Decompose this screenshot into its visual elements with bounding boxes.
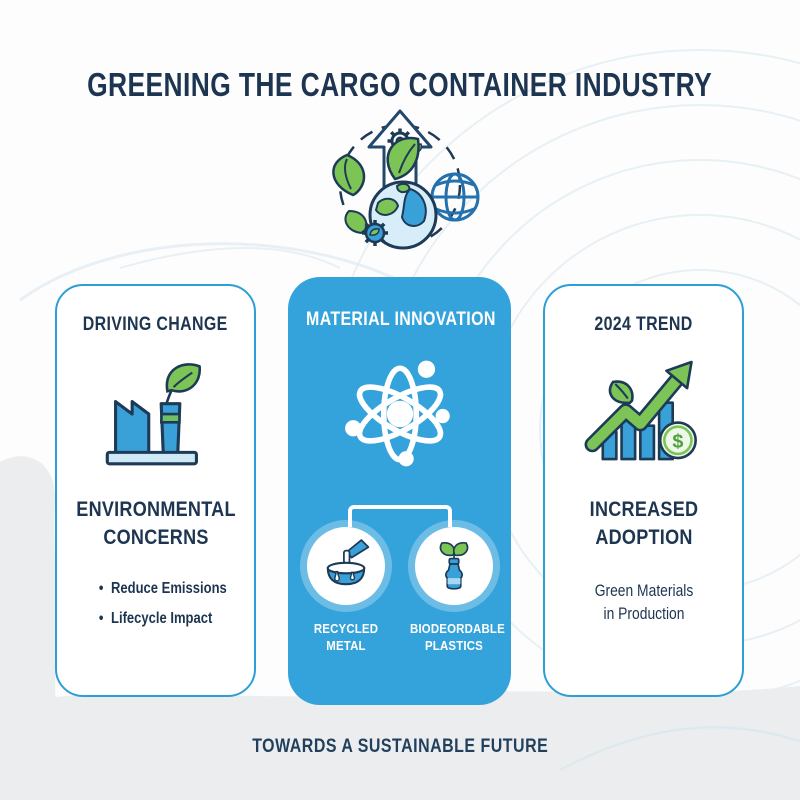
wireframe-globe-icon — [430, 172, 480, 222]
leaf-icon — [452, 542, 468, 557]
dollar-coin-icon: $ — [658, 421, 697, 460]
connector-bracket — [347, 505, 452, 527]
bullet-list: Reduce Emissions Lifecycle Impact — [66, 574, 244, 634]
growth-arrow — [586, 374, 682, 450]
card-material-innovation: MATERIAL INNOVATION — [288, 277, 511, 705]
factory-building — [113, 400, 150, 455]
biodegradable-plastics-badge — [414, 527, 493, 605]
card-driving-change: DRIVING CHANGE ENVIRONMENTAL CONCERNS Re… — [55, 284, 256, 697]
dashed-circle — [338, 123, 462, 247]
eco-globe-innovation-svg — [332, 109, 480, 250]
factory-base — [105, 450, 198, 466]
card-heading: INCREASED ADOPTION — [589, 497, 698, 549]
leaf-icon — [344, 209, 368, 235]
leaf-icon — [332, 153, 366, 197]
sub-item-label: BIODEORDABLE PLASTICS — [409, 621, 505, 653]
bullet-item: Lifecycle Impact — [66, 604, 244, 634]
bullet-item: Reduce Emissions — [66, 574, 244, 604]
card-header: 2024 TREND — [594, 314, 693, 335]
green-factory-icon — [105, 363, 201, 466]
card-heading: ENVIRONMENTAL CONCERNS — [75, 497, 236, 549]
page-title: GREENING THE CARGO CONTAINER INDUSTRY — [87, 66, 713, 104]
growth-chart-icon: $ — [584, 360, 697, 461]
molten-metal-icon — [326, 539, 369, 586]
card-2024-trend: 2024 TREND $ INCREASED ADOPTION Green Ma… — [543, 284, 744, 697]
card-header: MATERIAL INNOVATION — [306, 309, 496, 330]
sprouting-bottle-icon — [439, 542, 468, 590]
chimney — [159, 402, 181, 455]
dollar-symbol: $ — [672, 431, 683, 453]
sub-item-label: RECYCLED METAL — [313, 621, 378, 653]
leaf-icon — [608, 380, 634, 405]
card-subtext: Green Materials in Production — [594, 582, 693, 623]
atom-icon — [344, 360, 450, 467]
eco-gear-icon — [362, 220, 388, 246]
card-header: DRIVING CHANGE — [83, 314, 228, 335]
eco-globe-innovation-icon — [315, 108, 485, 250]
leaf-icon — [439, 542, 455, 557]
footer-tagline: TOWARDS A SUSTAINABLE FUTURE — [251, 736, 549, 757]
recycled-metal-badge — [306, 527, 385, 605]
arrowhead — [664, 360, 693, 390]
